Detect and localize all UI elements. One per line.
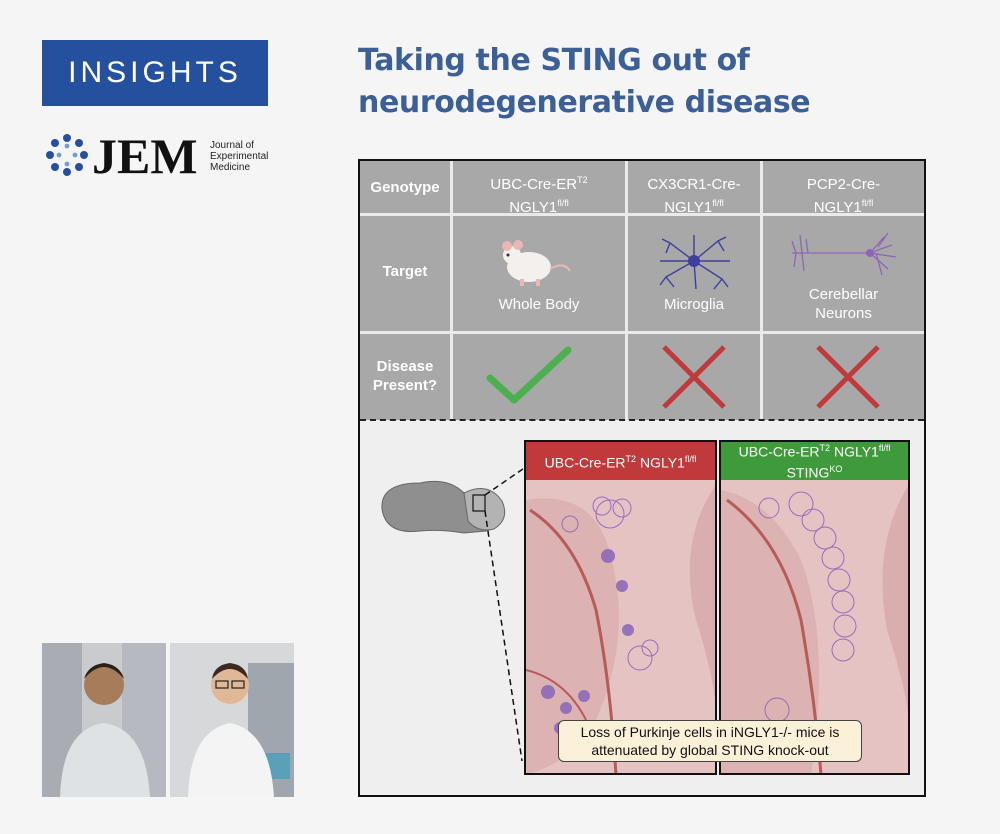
- row-header-disease: Disease Present?: [372, 358, 438, 394]
- brain-schematic: [381, 468, 524, 762]
- journal-name: Journal of Experimental Medicine: [210, 140, 269, 173]
- figure-panel: Genotype Target Disease Present? UBC-Cre…: [358, 159, 926, 797]
- cross-icon: [816, 345, 880, 409]
- genotype-table: Genotype Target Disease Present? UBC-Cre…: [360, 161, 924, 420]
- jem-logo: JEM Journal of Experimental Medicine: [44, 128, 284, 188]
- panel-sting-ko-header: UBC-Cre-ERT2 NGLY1fl/fl STINGKO: [721, 442, 908, 481]
- jem-molecule-icon: [46, 134, 88, 176]
- page-title: Taking the STING out of neurodegenerativ…: [358, 43, 811, 120]
- microglia-icon: [659, 235, 730, 290]
- panel-control-header: UBC-Cre-ERT2 NGLY1fl/fl: [526, 442, 715, 480]
- purkinje-neuron-icon: [791, 232, 897, 276]
- figure-caption: Loss of Purkinje cells in iNGLY1-/- mice…: [558, 720, 862, 762]
- jem-wordmark: JEM: [92, 128, 198, 184]
- target-microglia: Microglia: [663, 296, 724, 313]
- genotype-col-3: PCP2-Cre- NGLY1fl/fl: [806, 176, 881, 216]
- row-header-genotype: Genotype: [370, 179, 440, 196]
- genotype-col-1: UBC-Cre-ERT2 NGLY1fl/fl: [490, 175, 588, 216]
- author-photo-1: [42, 643, 166, 797]
- insights-badge: INSIGHTS: [42, 40, 268, 106]
- mouse-icon: [502, 240, 571, 286]
- target-whole-body: Whole Body: [498, 296, 580, 313]
- section-divider: [360, 419, 924, 421]
- check-icon: [486, 346, 572, 404]
- cross-icon: [662, 345, 726, 409]
- row-header-target: Target: [382, 263, 428, 280]
- author-photo-2: [170, 643, 294, 797]
- target-cerebellar-neurons: Cerebellar Neurons: [808, 286, 879, 322]
- genotype-col-2: CX3CR1-Cre- NGLY1fl/fl: [647, 176, 741, 216]
